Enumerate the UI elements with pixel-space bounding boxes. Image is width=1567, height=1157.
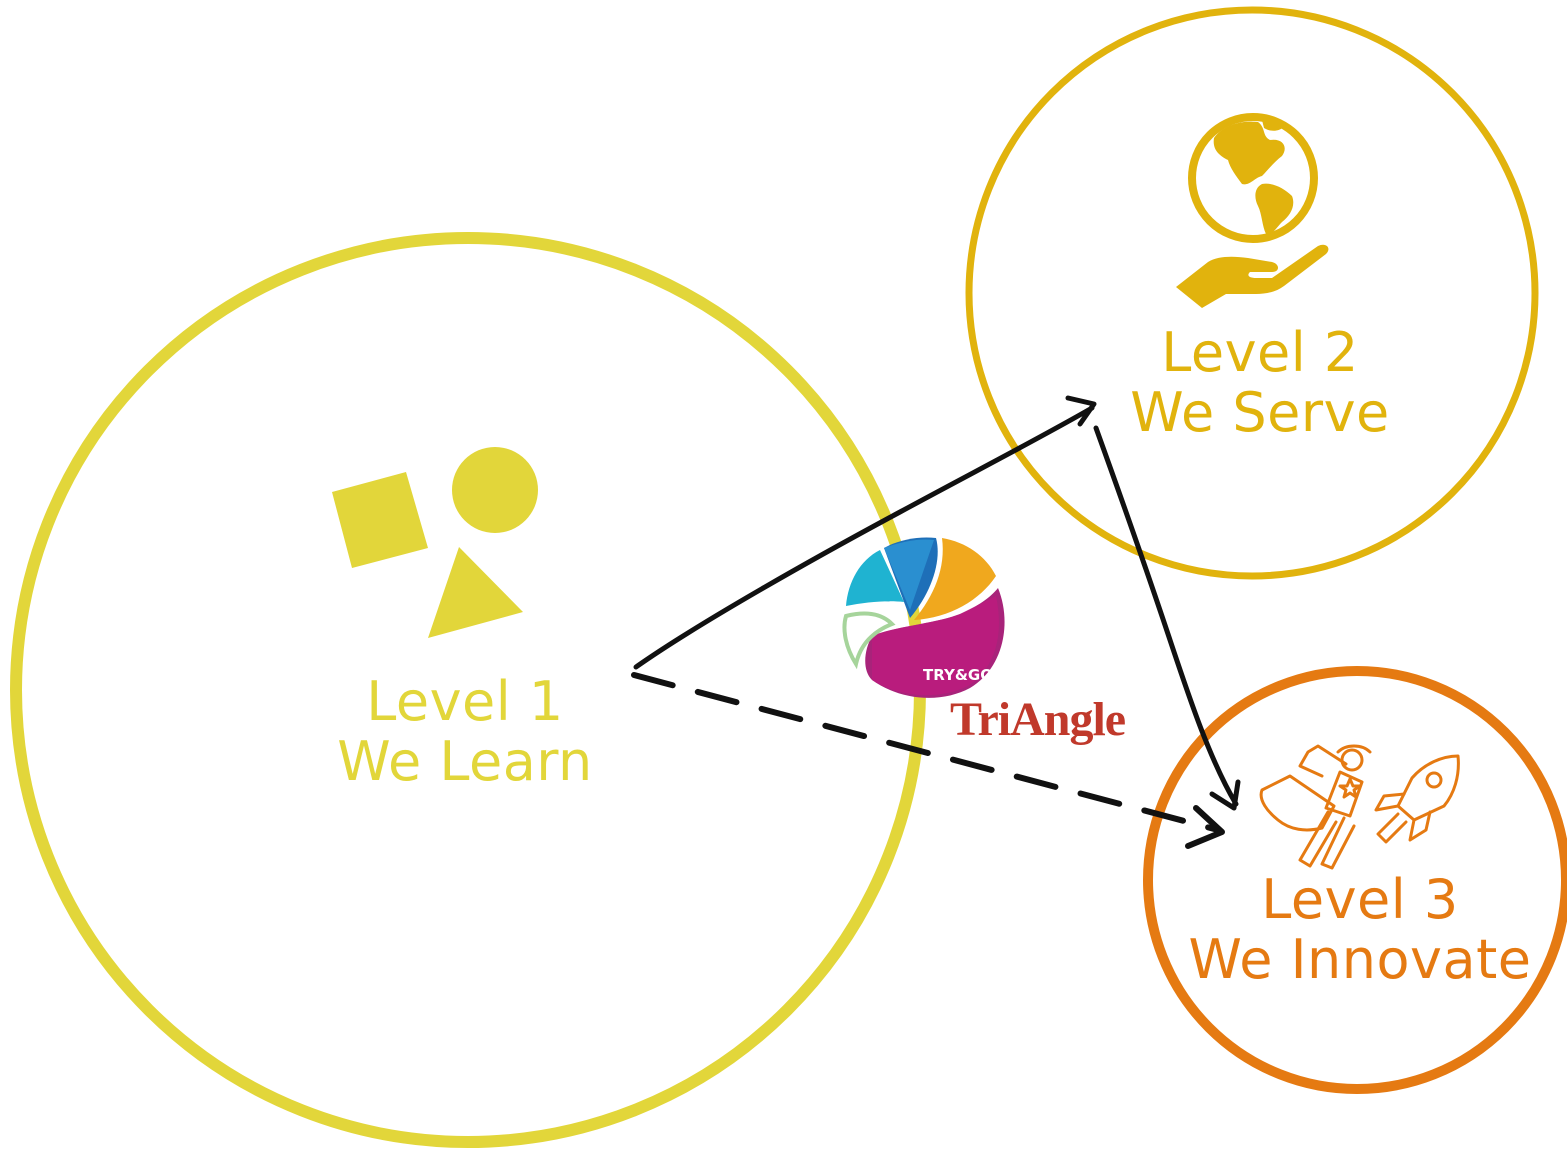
superhero-rocket-icon <box>1259 744 1460 870</box>
level-2-label: Level 2 We Serve <box>1110 321 1410 445</box>
triangle-shape <box>428 547 523 638</box>
level-3-label: Level 3 We Innovate <box>1170 868 1550 992</box>
arrow-level1-to-level2 <box>633 395 1097 670</box>
level-1-title: Level 1 <box>366 670 564 733</box>
level-3-circle <box>1143 666 1567 1094</box>
globe-in-hand-icon <box>1176 113 1329 308</box>
level-2-subtitle: We Serve <box>1130 381 1390 445</box>
level-3-title: Level 3 <box>1261 868 1459 931</box>
level-1-subtitle: We Learn <box>337 730 593 794</box>
hand-shape <box>1176 244 1329 308</box>
arrow-level1-to-level3-dashed <box>631 672 1225 849</box>
circle-shape <box>452 447 538 533</box>
arrowhead <box>1065 395 1097 427</box>
shapes-icon <box>332 447 538 638</box>
arrowhead <box>1209 779 1241 811</box>
level-2-title: Level 2 <box>1161 321 1359 384</box>
north-america-shape <box>1213 121 1285 185</box>
level-1-label: Level 1 We Learn <box>315 670 615 794</box>
square-shape <box>332 472 428 568</box>
logo-badge-text: TRY&GO <box>923 666 993 684</box>
try-and-go-logo: TRY&GO <box>842 537 1005 698</box>
arrowhead <box>1185 805 1225 849</box>
arrow-level2-to-level3 <box>1093 425 1241 811</box>
level-3-subtitle: We Innovate <box>1188 928 1532 992</box>
level-2-circle <box>965 6 1539 580</box>
triangle-wordmark: TriAngle <box>950 693 1126 746</box>
greenland-shape <box>1262 118 1284 131</box>
south-america-shape <box>1255 183 1294 235</box>
